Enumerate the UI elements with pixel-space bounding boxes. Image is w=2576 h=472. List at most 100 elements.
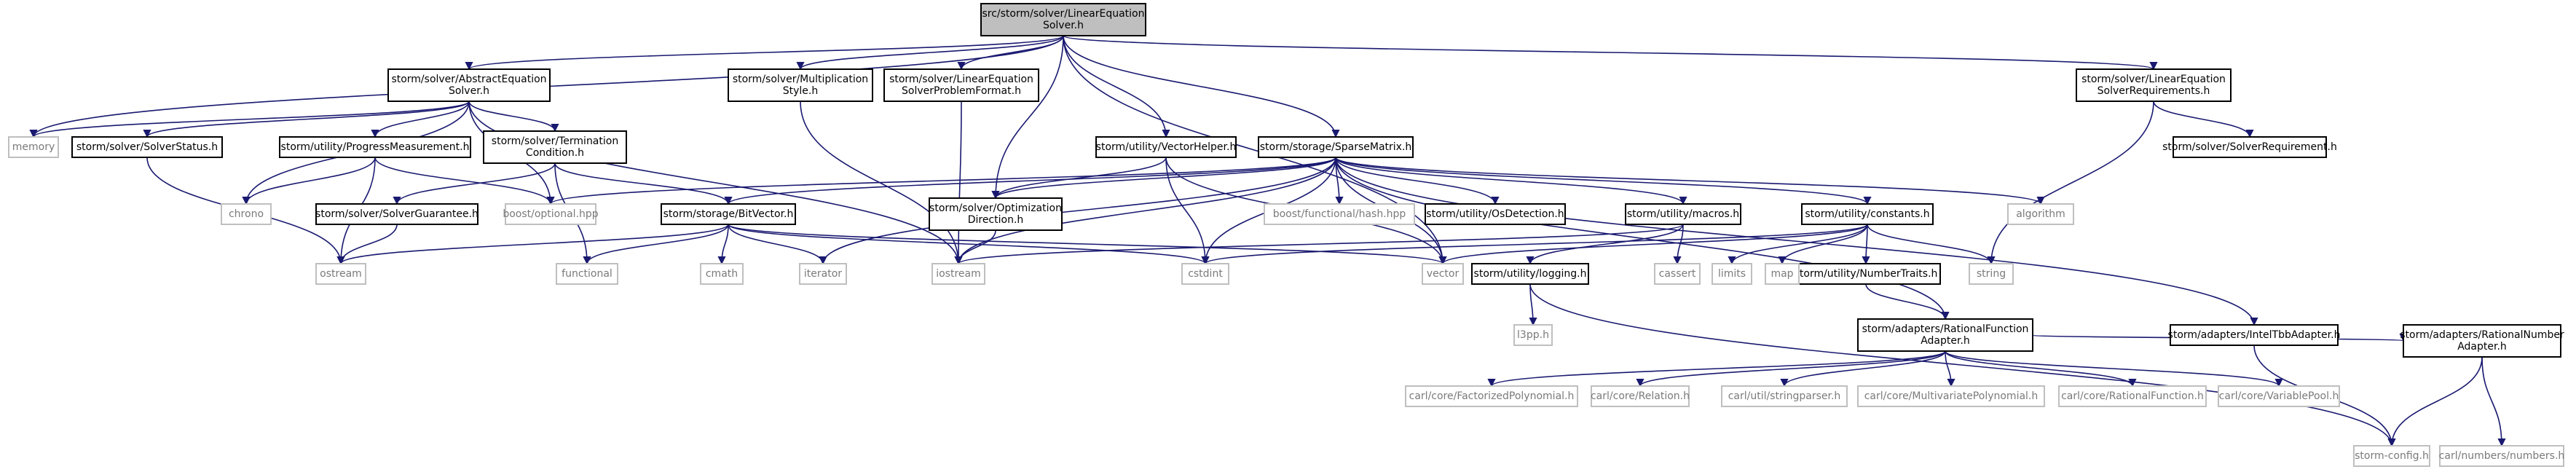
edge-abstract-to-termination — [468, 101, 559, 133]
node-macros[interactable]: storm/utility/macros.h — [1625, 203, 1741, 225]
node-inteltbb[interactable]: storm/adapters/IntelTbbAdapter.h — [2168, 324, 2341, 346]
node-vectorhelper-label-0: storm/utility/VectorHelper.h — [1096, 141, 1237, 153]
node-functional-label-0: functional — [562, 268, 613, 280]
node-carlrel: carl/core/Relation.h — [1591, 385, 1690, 407]
node-logging-box — [1471, 263, 1589, 285]
node-carlratfn-box — [2058, 385, 2207, 407]
node-root-label-0: src/storm/solver/LinearEquation — [982, 8, 1144, 20]
node-lesprob-label-1: SolverProblemFormat.h — [902, 85, 1021, 97]
edge-constants-to-string — [1867, 224, 1996, 265]
edge-ratfunc-to-carlrel — [1636, 350, 1946, 388]
edge-abstract-to-solverstatus — [143, 101, 470, 138]
node-carlnum: carl/numbers/numbers.h — [2439, 445, 2564, 467]
node-osdet[interactable]: storm/utility/OsDetection.h — [1425, 203, 1566, 225]
edge-sparsematrix-to-macros — [1335, 157, 1687, 205]
edge-termination-to-solverguar — [393, 162, 556, 205]
node-inteltbb-label-0: storm/adapters/IntelTbbAdapter.h — [2168, 329, 2341, 341]
node-map-label-0: map — [1770, 268, 1793, 280]
edge-solverguar-to-ostream — [336, 224, 398, 265]
node-termination-box — [483, 130, 627, 164]
node-carlnum-box — [2439, 445, 2564, 467]
node-solverreq-box — [2173, 136, 2327, 158]
edge-abstract-to-progress — [371, 101, 470, 138]
node-osdet-box — [1425, 203, 1566, 225]
node-logging[interactable]: storm/utility/logging.h — [1471, 263, 1589, 285]
node-macros-label-0: storm/utility/macros.h — [1627, 208, 1739, 220]
edge-sparsematrix-to-ratfunc — [1335, 157, 1950, 320]
node-ostream-label-0: ostream — [320, 268, 362, 280]
node-solverreq[interactable]: storm/solver/SolverRequirement.h — [2162, 136, 2337, 158]
edge-sparsematrix-to-bitvector — [724, 157, 1336, 205]
edge-progress-to-boostopt — [374, 157, 555, 205]
node-memory: memory — [8, 136, 59, 158]
node-lesprob-label-0: storm/solver/LinearEquation — [889, 74, 1033, 85]
edge-ratfunc-to-carlmulti — [1945, 350, 1955, 388]
node-vector: vector — [1422, 263, 1464, 285]
node-solverguar[interactable]: storm/solver/SolverGuarantee.h — [315, 203, 478, 225]
node-bitvector-box — [661, 203, 796, 225]
node-vectorhelper[interactable]: storm/utility/VectorHelper.h — [1095, 136, 1237, 158]
node-carlstr-box — [1721, 385, 1848, 407]
node-carlfact-box — [1405, 385, 1578, 407]
node-numtraits-box — [1791, 263, 1941, 285]
node-cassert-box — [1654, 263, 1701, 285]
node-progress[interactable]: storm/utility/ProgressMeasurement.h — [279, 136, 471, 158]
node-abstract-box — [387, 68, 551, 102]
node-solverguar-label-0: storm/solver/SolverGuarantee.h — [315, 208, 478, 220]
node-string-box — [1969, 263, 2014, 285]
edge-root-to-vector — [1063, 35, 1447, 265]
node-cmath-label-0: cmath — [706, 268, 738, 280]
edge-constants-to-limits — [1728, 224, 1868, 265]
node-bitvector[interactable]: storm/storage/BitVector.h — [661, 203, 796, 225]
node-carlrel-label-0: carl/core/Relation.h — [1591, 390, 1690, 402]
node-algorithm-label-0: algorithm — [2016, 208, 2065, 220]
node-numtraits[interactable]: storm/utility/NumberTraits.h — [1791, 263, 1941, 285]
edge-abstract-to-memory — [29, 101, 470, 138]
node-cstdint-label-0: cstdint — [1188, 268, 1223, 280]
node-multstyle-box — [728, 68, 873, 102]
node-cassert: cassert — [1654, 263, 1701, 285]
node-lesprob-box — [883, 68, 1039, 102]
node-sparsematrix-box — [1258, 136, 1414, 158]
node-carlratfn: carl/core/RationalFunction.h — [2058, 385, 2207, 407]
node-limits-label-0: limits — [1718, 268, 1746, 280]
node-solverstatus[interactable]: storm/solver/SolverStatus.h — [71, 136, 223, 158]
node-chrono-box — [221, 203, 272, 225]
edge-numtraits-to-ratfunc — [1865, 283, 1950, 320]
node-boosthash-box — [1264, 203, 1415, 225]
node-solverstatus-label-0: storm/solver/SolverStatus.h — [76, 141, 218, 153]
node-boosthash: boost/functional/hash.hpp — [1264, 203, 1415, 225]
node-string: string — [1969, 263, 2014, 285]
node-constants-box — [1801, 203, 1934, 225]
node-boostopt-label-0: boost/optional.hpp — [503, 208, 598, 220]
node-sparsematrix[interactable]: storm/storage/SparseMatrix.h — [1258, 136, 1414, 158]
node-carlstr-label-0: carl/util/stringparser.h — [1728, 390, 1841, 402]
node-functional-box — [556, 263, 618, 285]
node-iterator-box — [799, 263, 847, 285]
node-ostream: ostream — [315, 263, 366, 285]
node-string-label-0: string — [1977, 268, 2006, 280]
node-constants[interactable]: storm/utility/constants.h — [1801, 203, 1934, 225]
node-carlvarpool-box — [2218, 385, 2340, 407]
node-carlrel-box — [1591, 385, 1690, 407]
node-lesprob[interactable]: storm/solver/LinearEquationSolverProblem… — [883, 68, 1039, 102]
edge-ratnum-to-carlnum — [2481, 356, 2506, 447]
node-lesreq-box — [2076, 68, 2232, 102]
node-lesreq[interactable]: storm/solver/LinearEquationSolverRequire… — [2076, 68, 2232, 102]
edge-constants-to-map — [1778, 224, 1868, 265]
node-carlvarpool: carl/core/VariablePool.h — [2218, 385, 2340, 407]
node-boostopt: boost/optional.hpp — [503, 203, 599, 225]
edge-sparsematrix-to-boostopt — [546, 157, 1336, 205]
edge-root-to-multstyle — [796, 35, 1064, 71]
node-stormconfig-box — [2353, 445, 2430, 467]
node-carlmulti: carl/core/MultivariatePolynomial.h — [1857, 385, 2045, 407]
node-cstdint-box — [1181, 263, 1229, 285]
edge-ratfunc-to-carlvarpool — [1945, 350, 2283, 388]
